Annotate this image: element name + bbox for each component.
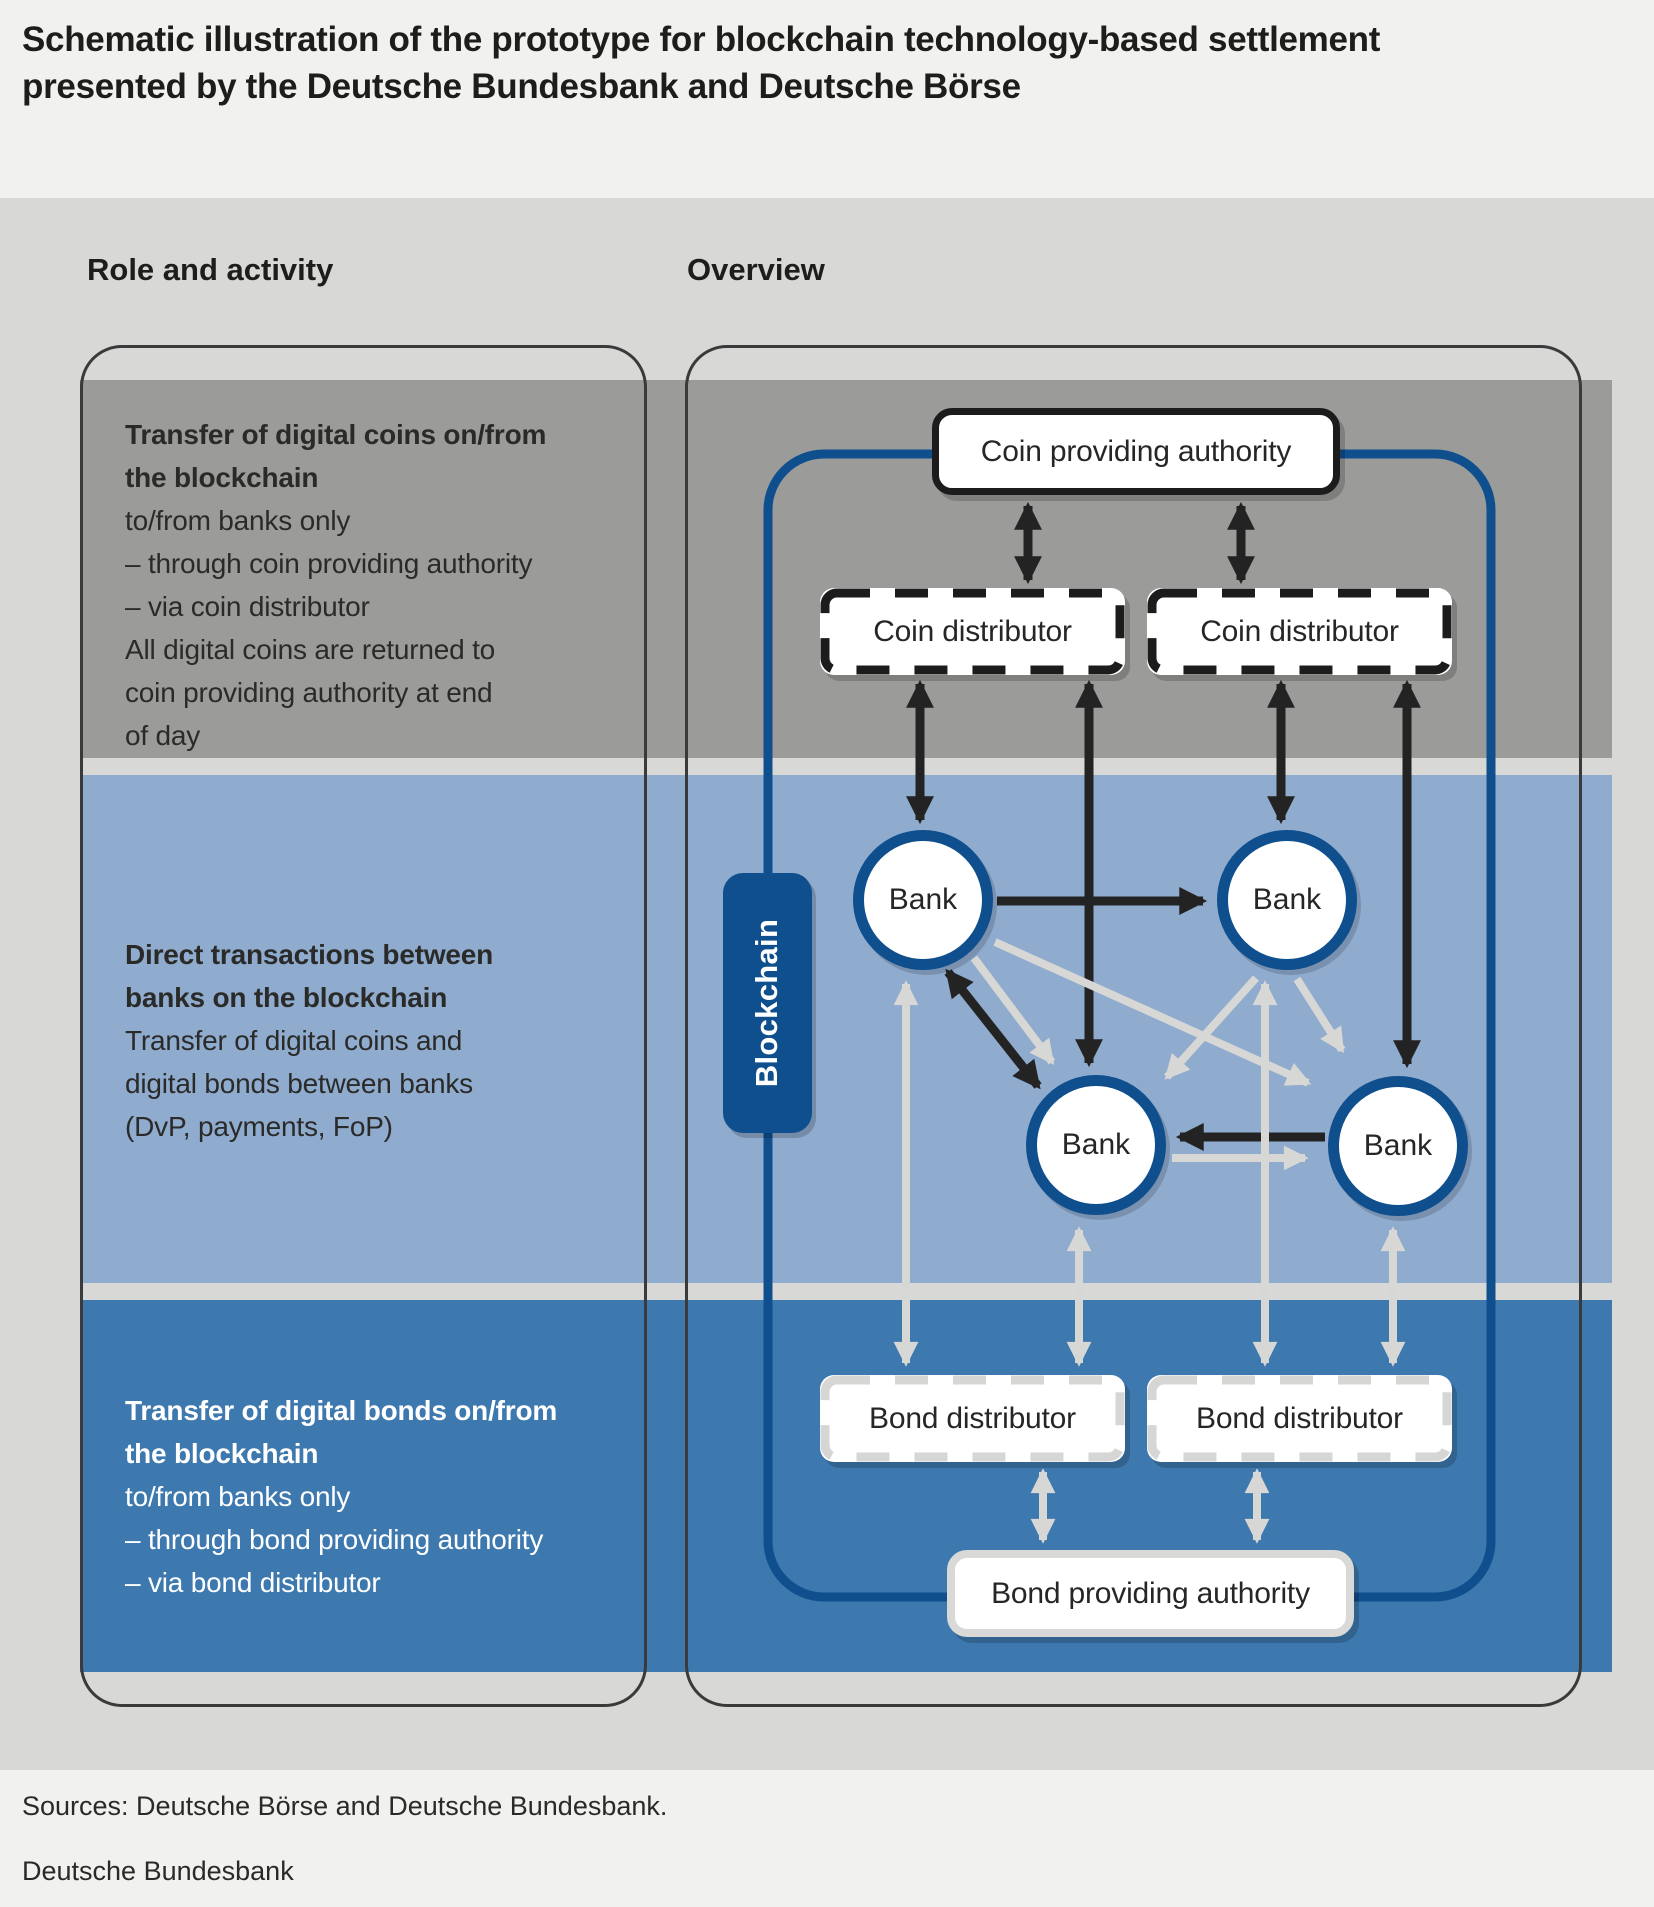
bond-distributor-left-label: Bond distributor [869,1401,1076,1435]
role-text-line: Transfer of digital coins on/from [125,419,547,450]
blockchain-pill: Blockchain [723,873,812,1133]
role-text-line: – via coin distributor [125,591,370,622]
role-text-line: Transfer of digital coins and [125,1025,463,1056]
page-title: Schematic illustration of the prototype … [22,16,1602,110]
sources-note: Sources: Deutsche Börse and Deutsche Bun… [22,1791,668,1821]
column-header-overview: Overview [687,252,825,287]
role-text-coin-transfer: Transfer of digital coins on/from the bl… [125,413,613,757]
role-text-bond-transfer: Transfer of digital bonds on/from the bl… [125,1389,613,1604]
role-text-line: of day [125,720,201,751]
bank-node-bottom-right: Bank [1328,1076,1468,1216]
role-text-direct-transactions: Direct transactions between banks on the… [125,933,613,1148]
role-text-line: the blockchain [125,1438,319,1469]
bank-node-top-left: Bank [853,830,993,970]
bond-distributor-left-box: Bond distributor [820,1375,1125,1462]
coin-distributor-left-box: Coin distributor [820,588,1125,675]
coin-distributor-left-label: Coin distributor [873,614,1072,648]
bank-node-top-right: Bank [1217,830,1357,970]
bond-distributor-right-label: Bond distributor [1196,1401,1403,1435]
role-text-line: – through coin providing authority [125,548,533,579]
coin-providing-authority-box: Coin providing authority [932,408,1340,495]
bond-providing-authority-box: Bond providing authority [947,1550,1354,1637]
blockchain-label: Blockchain [749,918,785,1088]
role-text-line: to/from banks only [125,505,351,536]
bank-node-bottom-left: Bank [1026,1075,1166,1215]
role-text-line: coin providing authority at end [125,677,493,708]
bank-label: Bank [888,883,958,916]
bank-label: Bank [1252,883,1322,916]
role-and-activity-container [80,345,647,1707]
title-line-2: presented by the Deutsche Bundesbank and… [22,67,1021,106]
role-text-line: All digital coins are returned to [125,634,496,665]
role-text-line: (DvP, payments, FoP) [125,1111,393,1142]
role-text-line: – via bond distributor [125,1567,381,1598]
overview-container [685,345,1582,1707]
bond-distributor-right-box: Bond distributor [1147,1375,1452,1462]
title-line-1: Schematic illustration of the prototype … [22,20,1381,59]
coin-distributor-right-label: Coin distributor [1200,614,1399,648]
bank-label: Bank [1363,1129,1433,1162]
coin-providing-authority-label: Coin providing authority [980,434,1292,468]
role-text-line: to/from banks only [125,1481,351,1512]
publisher-note: Deutsche Bundesbank [22,1856,294,1886]
role-text-line: Direct transactions between [125,939,494,970]
role-text-line: the blockchain [125,462,319,493]
column-header-role-and-activity: Role and activity [87,252,334,287]
role-text-line: banks on the blockchain [125,982,448,1013]
coin-distributor-right-box: Coin distributor [1147,588,1452,675]
role-text-line: – through bond providing authority [125,1524,544,1555]
bank-label: Bank [1061,1128,1131,1161]
role-text-line: Transfer of digital bonds on/from [125,1395,558,1426]
role-text-line: digital bonds between banks [125,1068,473,1099]
bond-providing-authority-label: Bond providing authority [991,1576,1310,1610]
